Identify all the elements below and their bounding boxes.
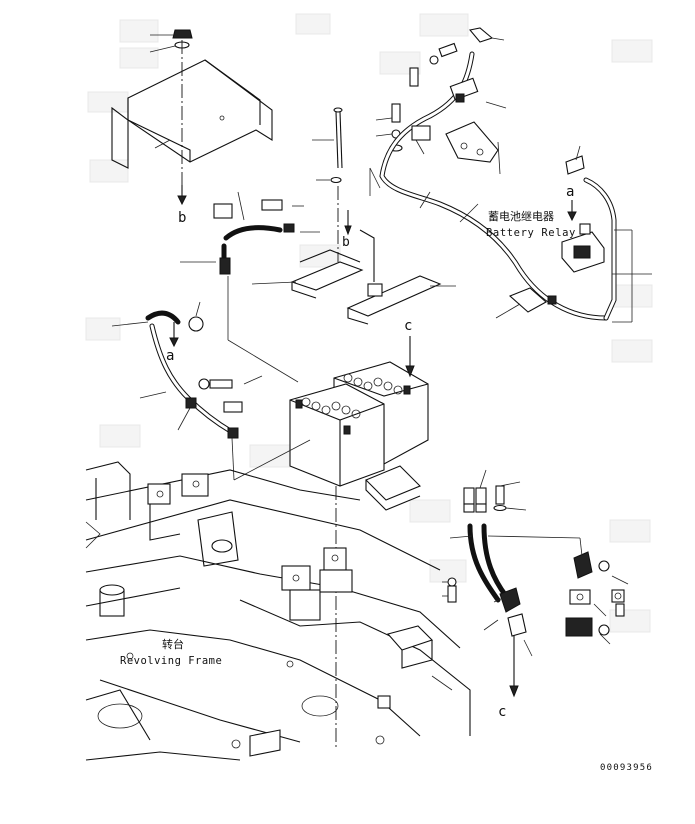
left-battery-cable [111,301,311,481]
arrow-b-mid-label: b [342,235,350,250]
bottom-right-terminal-assembly [442,469,629,698]
arrow-c-bottom-label: c [498,704,506,720]
arrow-a-right-label: a [566,184,574,200]
revolving-frame [85,461,471,761]
batteries [289,361,429,511]
battery-relay-assembly [369,27,652,323]
battery-cover-assembly [111,29,273,206]
battery-hold-down-assembly [251,107,456,325]
revolving-frame-label-en: Revolving Frame [120,655,222,667]
arrow-a-left-label: a [166,348,174,364]
left-terminal-connectors [180,191,320,383]
revolving-frame-label-cn: 转台 [162,637,184,651]
battery-relay-label-en: Battery Relay [486,227,576,239]
battery-relay-label-cn: 蓄电池继电器 [488,210,554,223]
arrow-b-top-label: b [178,210,186,226]
drawing-number: 00093956 [600,763,653,773]
arrow-c-top-label: c [404,318,412,334]
